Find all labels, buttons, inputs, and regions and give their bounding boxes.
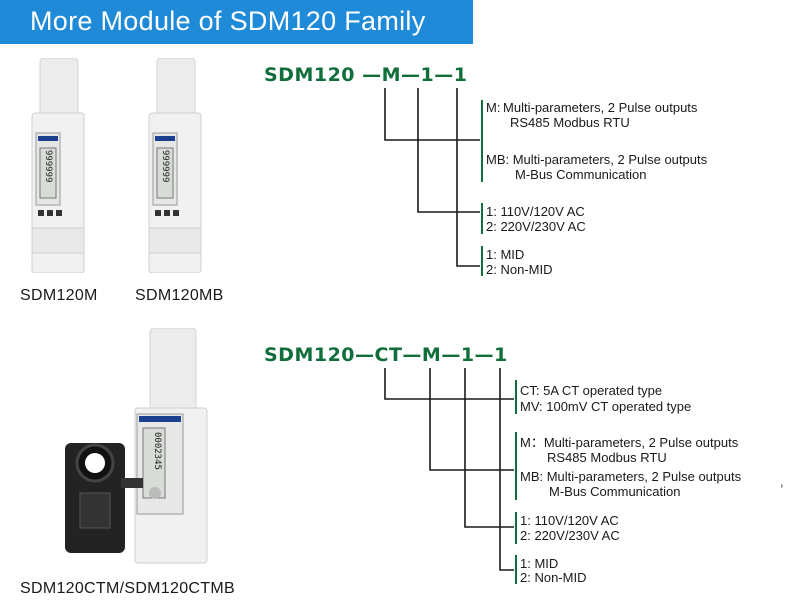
sdm120m-caption: SDM120M (20, 287, 98, 304)
option-ct-m-line2: RS485 Modbus RTU (547, 450, 667, 465)
option-mid: 1: MID (486, 247, 525, 262)
banner-title: More Module of SDM120 Family (30, 6, 426, 36)
option-voltage-220: 2: 220V/230V AC (486, 219, 586, 234)
sdm120mb-device-image (148, 58, 202, 273)
sdm120ctm-caption: SDM120CTM/SDM120CTMB (20, 580, 235, 597)
option-ct-voltage-220: 2: 220V/230V AC (520, 528, 620, 543)
option-ct-100mv: MV: 100mV CT operated type (520, 399, 692, 414)
option-ct-m-line1: M：Multi-parameters, 2 Pulse outputs (520, 435, 739, 450)
option-voltage-110: 1: 110V/120V AC (486, 204, 585, 219)
option-m-line1: M: Multi-parameters, 2 Pulse outputs (486, 100, 698, 115)
sdm120m-device-image (31, 58, 85, 273)
option-ct-mb-line2: M-Bus Communication (549, 484, 681, 499)
option-m-line2: RS485 Modbus RTU (510, 115, 630, 130)
option-non-mid: 2: Non-MID (486, 262, 553, 277)
option-ct-mb-line1: MB: Multi-parameters, 2 Pulse outputs (520, 469, 742, 484)
option-ct-5a: CT: 5A CT operated type (520, 383, 663, 398)
option-ct-non-mid: 2: Non-MID (520, 570, 587, 585)
option-ct-mid: 1: MID (520, 556, 559, 571)
ordering-code-sdm120ctm: SDM120—CT—M—1—1 (264, 344, 508, 366)
sdm120ctm-device-image (65, 328, 208, 564)
sdm120mb-caption: SDM120MB (135, 287, 224, 304)
option-ct-voltage-110: 1: 110V/120V AC (520, 513, 619, 528)
ordering-code-sdm120m: SDM120 —M—1—1 (264, 64, 468, 86)
option-mb-line1: MB: Multi-parameters, 2 Pulse outputs (486, 152, 708, 167)
option-mb-line2: M-Bus Communication (515, 167, 647, 182)
stray-mark: , (780, 474, 784, 489)
title-banner: More Module of SDM120 Family (0, 0, 473, 44)
